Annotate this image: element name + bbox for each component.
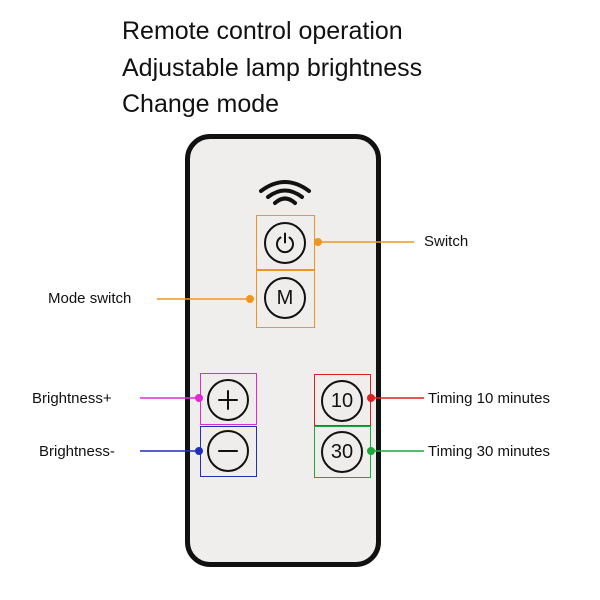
remote-control-body <box>185 134 381 567</box>
timing-30-leader-dot <box>367 447 375 455</box>
plus-icon <box>218 390 238 410</box>
switch-label: Switch <box>424 233 469 250</box>
headline-adjustable-brightness: Adjustable lamp brightness <box>122 54 423 82</box>
timer-30-label: 30 <box>330 440 354 463</box>
headline-remote-control: Remote control operation <box>122 17 403 45</box>
wifi-signal-icon <box>259 180 311 205</box>
timing-30-label-text: Timing 30 minutes <box>428 443 550 460</box>
headline-change-mode: Change mode <box>122 90 280 118</box>
brightness-up-button[interactable] <box>207 379 249 421</box>
mode-button[interactable]: M <box>264 277 306 319</box>
minus-icon <box>218 450 238 452</box>
mode-button-label: M <box>276 286 294 309</box>
timer-30-button[interactable]: 30 <box>321 431 363 473</box>
brightness-minus-leader-dot <box>195 447 203 455</box>
brightness-plus-leader-dot <box>195 394 203 402</box>
timer-10-button[interactable]: 10 <box>321 380 363 422</box>
mode-highlight-box <box>256 270 315 328</box>
power-button[interactable] <box>264 222 306 264</box>
timing-10-leader-dot <box>367 394 375 402</box>
timer-10-label: 10 <box>330 389 354 412</box>
mode-switch-leader-dot <box>246 295 254 303</box>
timing-10-label-text: Timing 10 minutes <box>428 390 550 407</box>
power-icon <box>276 232 294 254</box>
brightness-down-button[interactable] <box>207 430 249 472</box>
mode-switch-label: Mode switch <box>48 290 132 307</box>
switch-leader-dot <box>314 238 322 246</box>
brightness-minus-label: Brightness- <box>39 443 115 460</box>
brightness-plus-label: Brightness+ <box>32 390 112 407</box>
